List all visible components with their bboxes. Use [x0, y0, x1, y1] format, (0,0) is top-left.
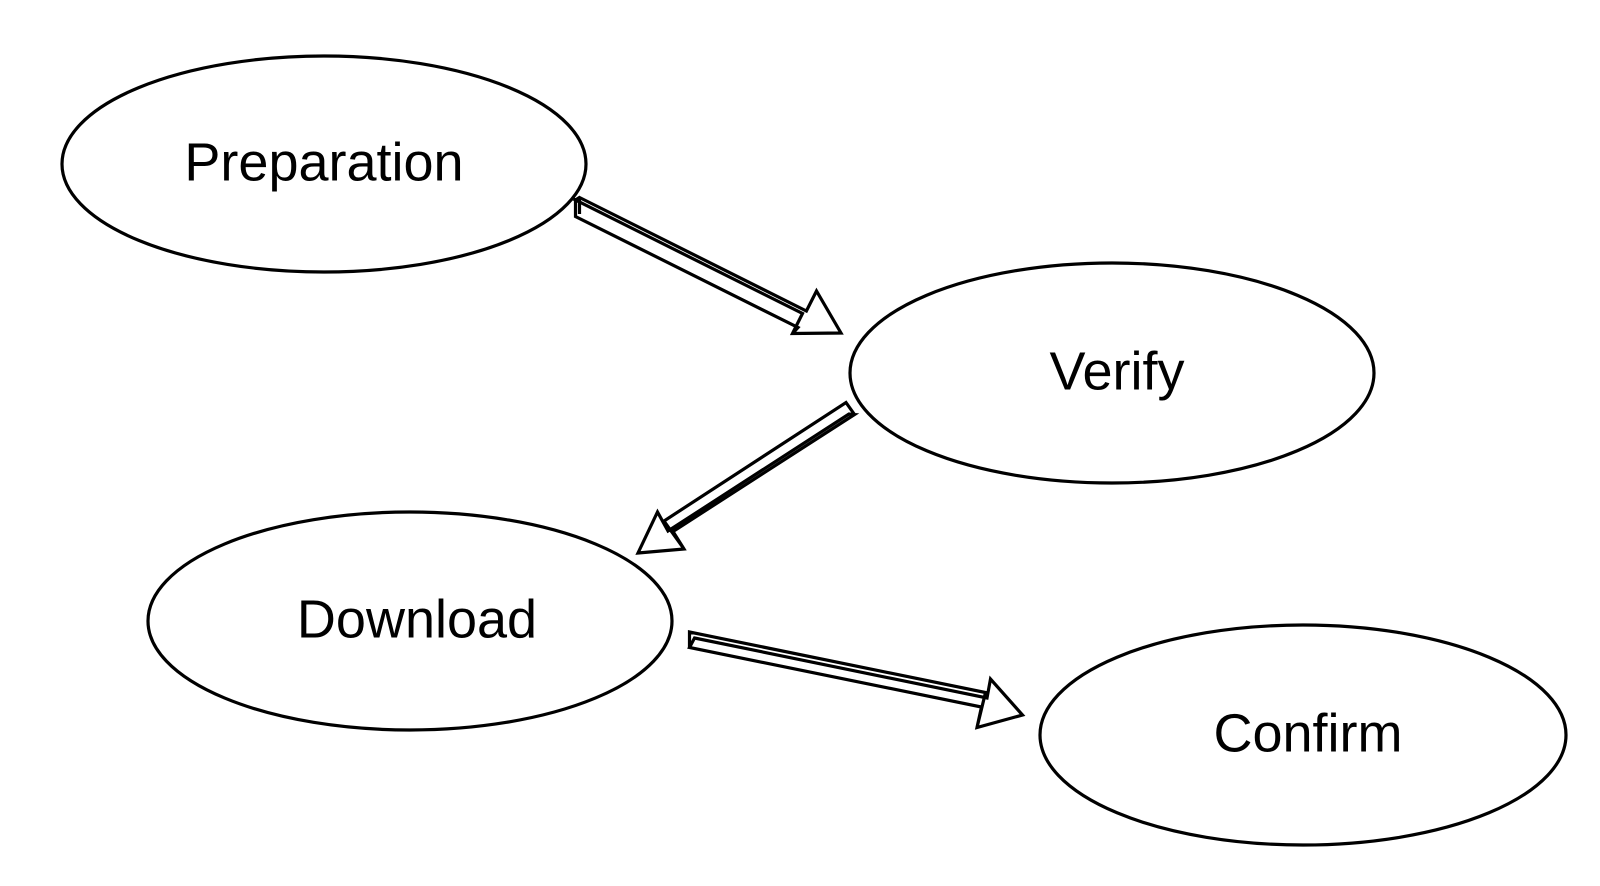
edge-verify-to-download-arrow[interactable] [635, 400, 860, 555]
edge-download-to-confirm[interactable] [687, 630, 1026, 730]
node-verify-label: Verify [1049, 341, 1184, 401]
node-verify-ellipse[interactable] [848, 261, 1376, 485]
node-preparation-ellipse[interactable] [60, 54, 588, 274]
node-download[interactable]: Download [146, 510, 674, 732]
node-confirm-label: Confirm [1213, 703, 1402, 763]
edge-verify-to-download[interactable] [635, 400, 860, 555]
node-download-label: Download [297, 589, 537, 649]
node-preparation-label: Preparation [184, 132, 463, 192]
edge-download-to-confirm-arrow[interactable] [687, 630, 1026, 730]
node-download-ellipse[interactable] [146, 510, 674, 732]
edge-preparation-to-verify-arrow[interactable] [572, 195, 844, 336]
node-verify[interactable]: Verify [848, 261, 1376, 485]
node-confirm-ellipse[interactable] [1038, 623, 1568, 847]
node-confirm[interactable]: Confirm [1038, 623, 1568, 847]
node-preparation[interactable]: Preparation [60, 54, 588, 274]
edge-preparation-to-verify[interactable] [572, 195, 844, 336]
